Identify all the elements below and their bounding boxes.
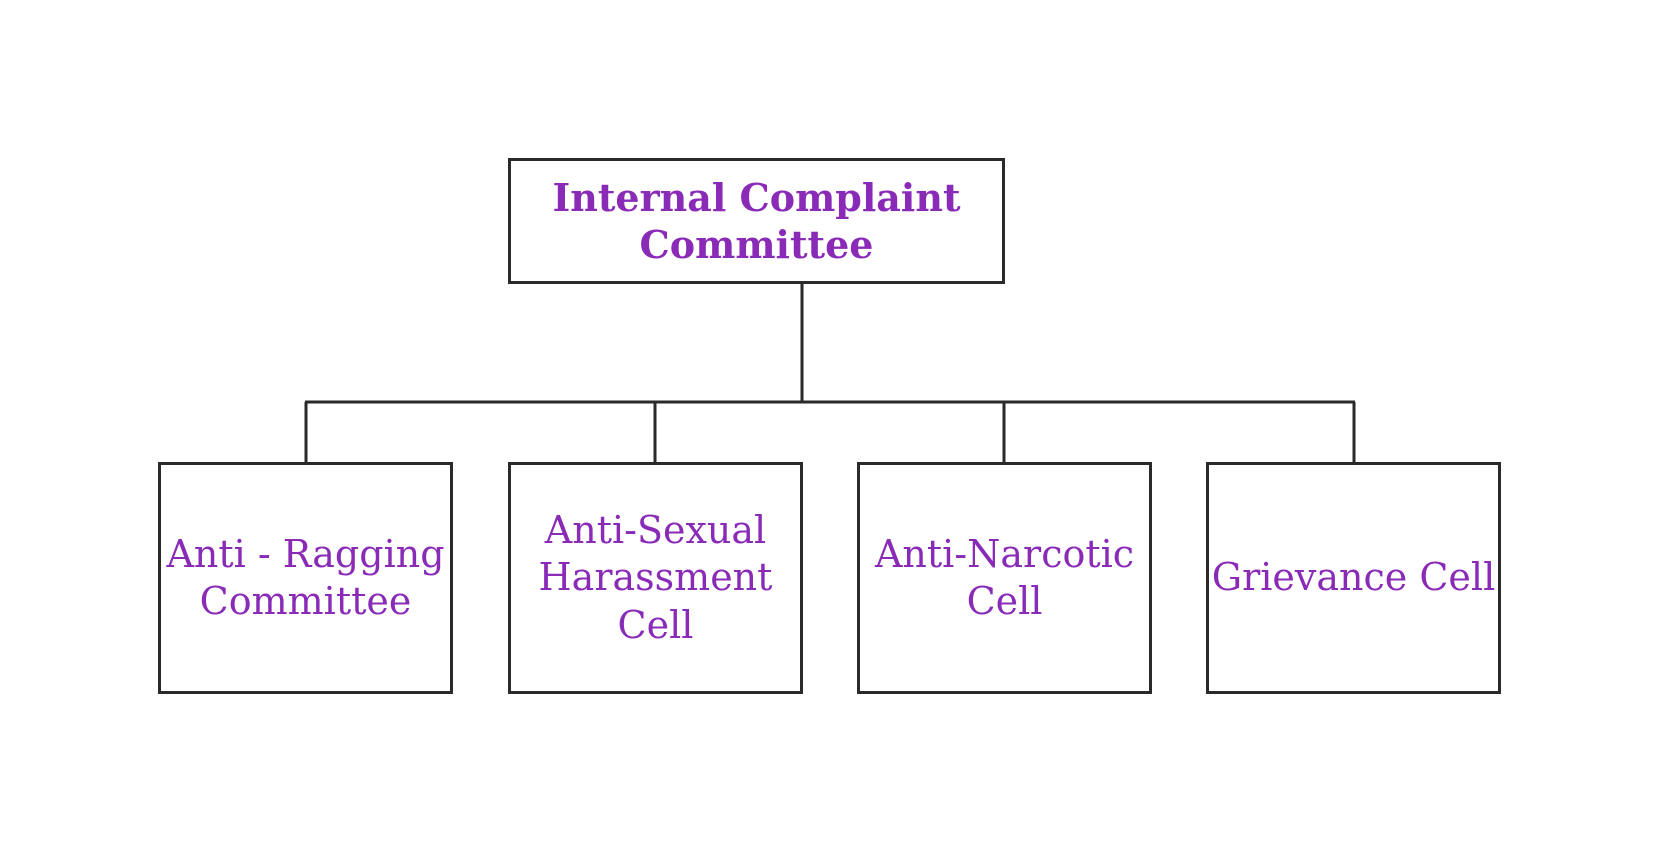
child-node-label: Grievance Cell [1211,555,1496,600]
root-node-label: Internal Complaint Committee [552,174,961,268]
child-node-label: Anti-Narcotic Cell [874,531,1135,624]
child-node-anti-ragging-committee: Anti - Ragging Committee [158,462,453,694]
child-node-label: Anti - Ragging Committee [166,531,445,624]
root-node-internal-complaint-committee: Internal Complaint Committee [508,158,1005,284]
child-node-anti-sexual-harassment-cell: Anti-Sexual Harassment Cell [508,462,803,694]
child-node-label: Anti-Sexual Harassment Cell [538,507,773,647]
child-node-grievance-cell: Grievance Cell [1206,462,1501,694]
child-node-anti-narcotic-cell: Anti-Narcotic Cell [857,462,1152,694]
